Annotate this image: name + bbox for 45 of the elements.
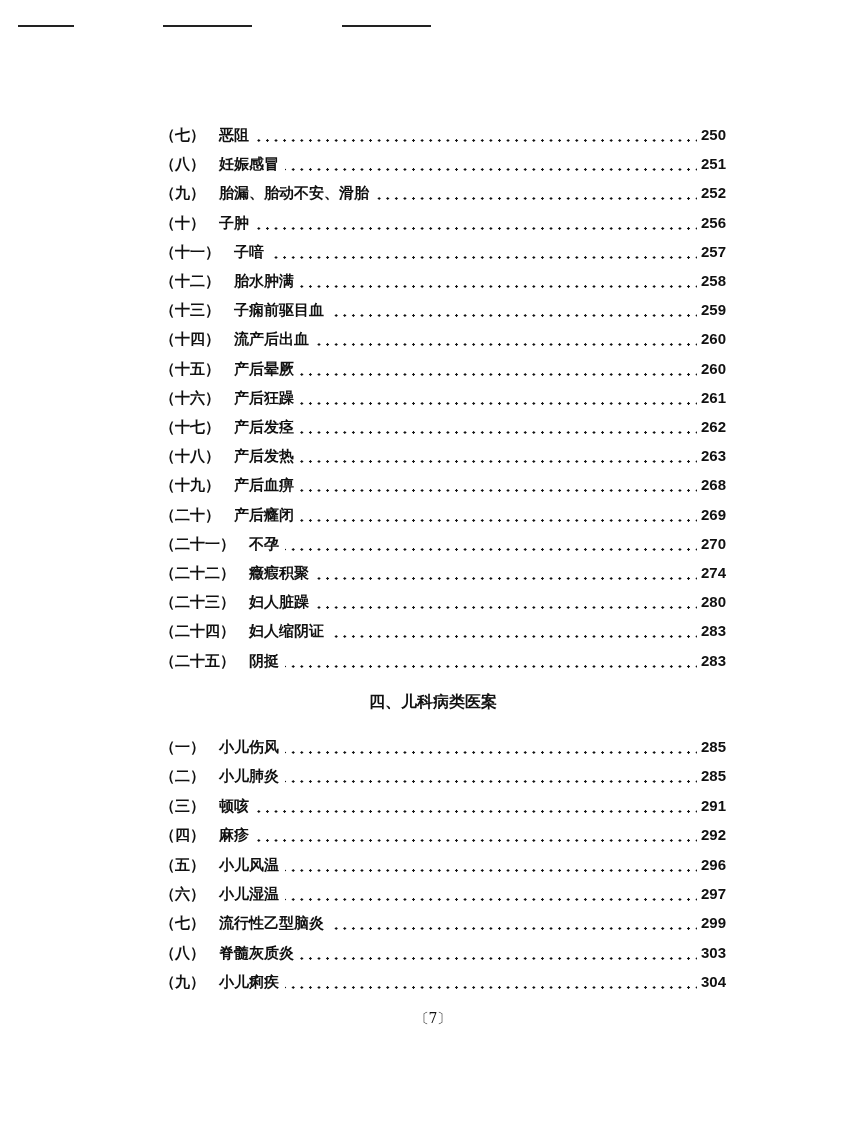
entry-number: （七） — [160, 913, 219, 934]
entry-number: （十七） — [160, 417, 234, 437]
entry-title: 顿咳 — [219, 795, 255, 816]
entry-number: （十三） — [160, 300, 234, 321]
entry-number: （十一） — [160, 241, 234, 262]
entry-title: 恶阻 — [219, 125, 255, 145]
entry-title: 妊娠感冒 — [219, 154, 285, 175]
entry-title: 子肿 — [219, 212, 255, 233]
entry-title: 小儿伤风 — [219, 737, 285, 757]
entry-number: （六） — [160, 884, 219, 904]
entry-number: （二十二） — [160, 563, 249, 583]
entry-number: （十四） — [160, 329, 234, 350]
entry-title: 妇人脏躁 — [249, 592, 315, 613]
entry-number: （二十） — [160, 504, 234, 525]
entry-title: 小儿湿温 — [219, 884, 285, 904]
folio: 〔7〕 — [414, 1010, 452, 1028]
entry-number: （八） — [160, 154, 219, 175]
entry-title: 胎漏、胎动不安、滑胎 — [219, 183, 375, 204]
entry-title: 阴挺 — [249, 650, 285, 671]
entry-title: 流行性乙型脑炎 — [219, 913, 330, 934]
entry-title: 子喑 — [234, 241, 270, 262]
entry-number: （八） — [160, 942, 219, 963]
section-heading: 四、儿科病类医案 — [369, 692, 497, 713]
entry-number: （十五） — [160, 358, 234, 379]
entry-title: 小儿痢疾 — [219, 972, 285, 993]
entry-title: 麻疹 — [219, 825, 255, 846]
entry-number: （十二） — [160, 271, 234, 291]
entry-title: 小儿肺炎 — [219, 766, 285, 787]
entry-title: 子痫前驱目血 — [234, 300, 330, 321]
entry-title: 妇人缩阴证 — [249, 621, 330, 642]
entry-number: （二十五） — [160, 650, 249, 671]
entry-number: （二十四） — [160, 621, 249, 642]
entry-number: （十六） — [160, 387, 234, 408]
entry-number: （十九） — [160, 475, 234, 496]
entry-number: （四） — [160, 825, 219, 846]
entry-number: （七） — [160, 125, 219, 145]
entry-title: 流产后出血 — [234, 329, 315, 350]
entry-number: （十） — [160, 212, 219, 233]
entry-number: （九） — [160, 183, 219, 204]
entry-title: 小儿风温 — [219, 854, 285, 875]
entry-number: （二十三） — [160, 592, 249, 613]
entry-number: （九） — [160, 972, 219, 993]
entry-number: （十八） — [160, 446, 234, 467]
entry-title: 癥瘕积聚 — [249, 563, 315, 583]
entry-number: （二十一） — [160, 533, 249, 554]
